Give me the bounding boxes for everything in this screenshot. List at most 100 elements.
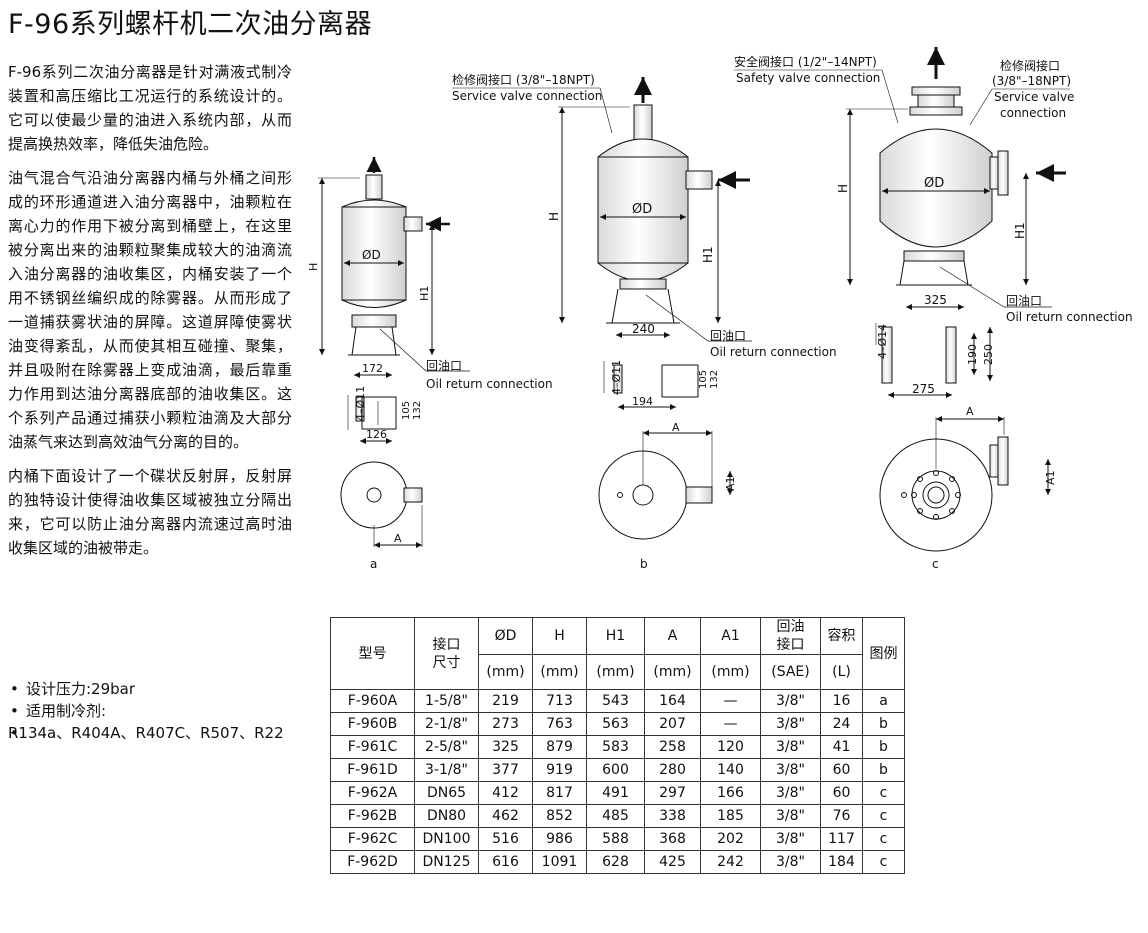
cell-volume: 60 [820,758,863,782]
cell-a1: — [700,689,761,713]
cell-figure: c [862,804,905,828]
a-dim-132: 132 [412,401,423,420]
a-dim-172: 172 [362,362,383,375]
bullet-refrigerants: 适用制冷剂: [8,700,298,722]
header-figure: 图例 [862,617,905,690]
cell-a1: 185 [700,804,761,828]
cell-diameter: 462 [478,804,533,828]
cell-volume: 117 [820,827,863,851]
cell-diameter: 616 [478,850,533,874]
cell-h1: 600 [586,758,645,782]
b-dim-A: A [672,421,680,434]
cell-h1: 563 [586,712,645,736]
c-service-valve-en2: connection [1000,106,1066,120]
header-connection: 接口尺寸 [414,617,479,690]
intro-paragraph-2: 油气混合气沿油分离器内桶与外桶之间形成的环形通道进入油分离器中，油颗粒在离心力的… [8,169,292,451]
cell-volume: 41 [820,735,863,759]
cell-a1: 140 [700,758,761,782]
cell-volume: 184 [820,850,863,874]
cell-a1: 242 [700,850,761,874]
refrigerant-list-row: R134a、R404A、R407C、R507、R22 [8,722,298,744]
b-dim-105: 105 [698,370,709,389]
header-a: A [644,617,701,655]
cell-figure: b [862,735,905,759]
table-row: F-962D DN125 616 1091 628 425 242 3/8" 1… [330,850,905,874]
header-volume: 容积 [820,617,863,655]
cell-a1: — [700,712,761,736]
cell-volume: 16 [820,689,863,713]
table-header-row: 型号 接口尺寸 ØD H H1 A A1 回油接口 容积 图例 [330,617,905,690]
a-dim-126: 126 [366,428,387,441]
cell-oil-return: 3/8" [760,689,821,713]
spec-bullets: 设计压力:29bar 适用制冷剂: R134a、R404A、R407C、R507… [8,678,298,744]
cell-diameter: 516 [478,827,533,851]
cell-diameter: 273 [478,712,533,736]
unit-h1: (mm) [586,654,645,690]
cell-a1: 202 [700,827,761,851]
c-h1-label: H1 [1013,222,1027,239]
cell-a1: 120 [700,735,761,759]
cell-figure: b [862,712,905,736]
unit-volume: (L) [820,654,863,690]
table-row: F-961D 3-1/8" 377 919 600 280 140 3/8" 6… [330,758,905,782]
cell-h: 879 [532,735,587,759]
cell-figure: c [862,781,905,805]
cell-h: 852 [532,804,587,828]
cell-connection: DN65 [414,781,479,805]
cell-oil-return: 3/8" [760,712,821,736]
cell-h: 817 [532,781,587,805]
c-dim-325: 325 [924,293,947,307]
b-oil-return-en: Oil return connection [710,345,837,359]
technical-drawings: ØD H H1 172 回油口 Oil return connection 12… [307,47,1133,571]
b-h1-label: H1 [701,246,715,263]
cell-a: 368 [644,827,701,851]
c-oil-return-cn: 回油口 [1006,294,1042,308]
cell-a: 164 [644,689,701,713]
cell-h: 713 [532,689,587,713]
a-oil-return-cn: 回油口 [426,359,462,373]
cell-connection: DN125 [414,850,479,874]
c-oil-return-en: Oil return connection [1006,310,1133,324]
cell-a: 425 [644,850,701,874]
unit-a: (mm) [644,654,701,690]
cell-h1: 583 [586,735,645,759]
table-row: F-962A DN65 412 817 491 297 166 3/8" 60 … [330,781,905,805]
cell-diameter: 377 [478,758,533,782]
cell-model: F-961D [330,758,415,782]
cell-diameter: 325 [478,735,533,759]
cell-volume: 60 [820,781,863,805]
b-height-label: H [547,212,561,221]
cell-a: 258 [644,735,701,759]
cell-model: F-962B [330,804,415,828]
cell-h: 1091 [532,850,587,874]
b-service-valve-en: Service valve connection [452,89,602,103]
cell-connection: 1-5/8" [414,689,479,713]
c-dim-250: 250 [982,344,995,365]
spec-table: 型号 接口尺寸 ØD H H1 A A1 回油接口 容积 图例 (mm) (mm… [330,617,905,874]
table-unit-row: (mm) (mm) (mm) (mm) (mm) (SAE) (L) [331,654,905,690]
drawing-c: 安全阀接口 (1/2"–14NPT) Safety valve connecti… [734,47,1133,571]
header-h1: H1 [586,617,645,655]
cell-connection: 2-1/8" [414,712,479,736]
b-oil-return-cn: 回油口 [710,329,746,343]
header-h: H [532,617,587,655]
bullet-design-pressure: 设计压力:29bar [8,678,298,700]
cell-model: F-962D [330,850,415,874]
a-holes: 4–Ø11 [354,386,367,421]
intro-paragraph-3: 内桶下面设计了一个碟状反射屏，反射屏的独特设计使得油收集区域被独立分隔出来，它可… [8,467,292,557]
unit-h: (mm) [532,654,587,690]
figure-label-a: a [370,557,377,571]
cell-h: 986 [532,827,587,851]
unit-oil-return: (SAE) [760,654,821,690]
b-holes: 4–Ø11 [610,360,623,395]
cell-a: 207 [644,712,701,736]
cell-oil-return: 3/8" [760,827,821,851]
table-row: F-960B 2-1/8" 273 763 563 207 — 3/8" 24 … [330,712,905,736]
cell-diameter: 219 [478,689,533,713]
cell-a: 297 [644,781,701,805]
cell-figure: b [862,758,905,782]
c-dim-190: 190 [966,344,979,365]
a-height-label: H [307,263,320,271]
c-dim-275: 275 [912,382,935,396]
cell-model: F-961C [330,735,415,759]
